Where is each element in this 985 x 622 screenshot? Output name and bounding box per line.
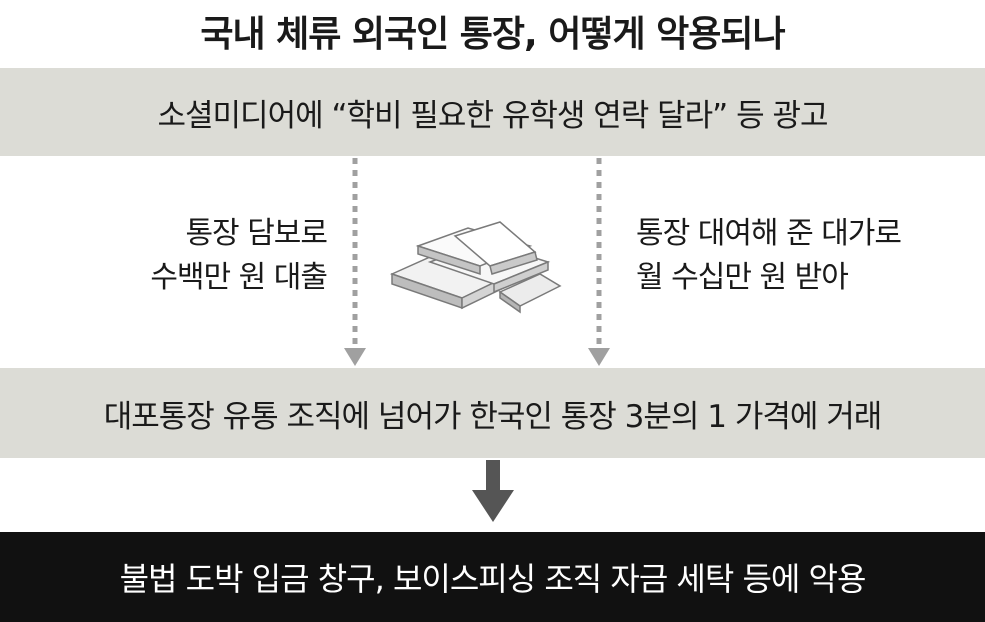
top-box: 소셜미디어에 “학비 필요한 유학생 연락 달라” 등 광고 [0, 68, 985, 156]
left-annotation-line1: 통장 담보로 [185, 216, 328, 251]
middle-box-text: 대포통장 유통 조직에 넘어가 한국인 통장 3분의 1 가격에 거래 [103, 398, 883, 435]
bottom-box: 불법 도박 입금 창구, 보이스피싱 조직 자금 세탁 등에 악용 [0, 532, 985, 622]
right-annotation-line1: 통장 대여해 준 대가로 [636, 216, 902, 251]
bottom-box-text: 불법 도박 입금 창구, 보이스피싱 조직 자금 세탁 등에 악용 [119, 560, 867, 598]
right-annotation: 통장 대여해 준 대가로 월 수십만 원 받아 [636, 212, 902, 300]
dotted-arrow-down-icon [344, 158, 366, 366]
right-annotation-line2: 월 수십만 원 받아 [636, 260, 849, 295]
dotted-arrow-down-icon [588, 158, 610, 366]
left-annotation: 통장 담보로 수백만 원 대출 [150, 212, 328, 300]
arrow-down-icon [472, 460, 514, 522]
left-annotation-line2: 수백만 원 대출 [150, 260, 328, 295]
diagram-title: 국내 체류 외국인 통장, 어떻게 악용되나 [200, 14, 785, 55]
middle-box: 대포통장 유통 조직에 넘어가 한국인 통장 3분의 1 가격에 거래 [0, 368, 985, 458]
top-box-text: 소셜미디어에 “학비 필요한 유학생 연락 달라” 등 광고 [157, 97, 828, 134]
bankbook-stack-icon [389, 221, 562, 314]
